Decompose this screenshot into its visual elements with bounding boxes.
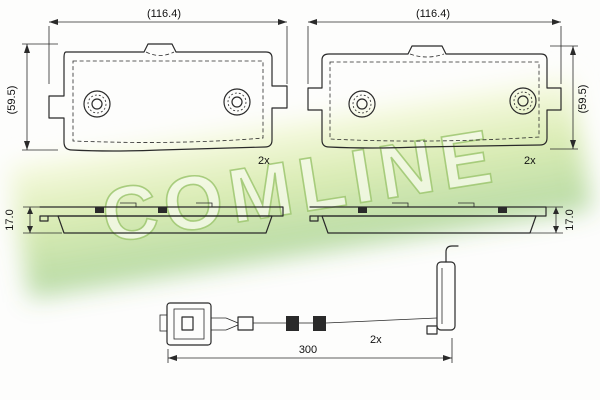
dim-thickness-right: 17.0 [564,209,576,230]
right-pad-top-tab-dashed [409,53,445,58]
right-side-backplate [309,206,547,222]
sensor-wire-pair [211,317,239,331]
sensor-head-hook [445,245,459,263]
sensor-head-body [436,261,456,331]
pad-front-left-view: (116.4) (59.5) 2x [6,8,288,167]
dim-height-right-pad: (59.5) [577,85,589,114]
sensor-connector-latch [159,314,168,332]
sensor-ferrite-2 [313,316,326,331]
left-pad-rivet-left [83,90,111,118]
dim-thickness-left: 17.0 [4,209,16,230]
left-pad-rivet-right [223,88,251,116]
dim-sensor-length: 300 [299,344,317,356]
sensor-ferrite-1 [286,316,299,331]
wear-sensor-view: 2x 300 [159,245,459,363]
pad-side-right-view: 17.0 [309,202,576,234]
sensor-connector-inner [173,308,205,340]
left-side-backplate [39,206,284,222]
dim-width-right-pad: (116.4) [416,8,450,20]
sensor-wire-3 [325,317,438,324]
right-pad-backplate-outline [307,45,562,149]
left-side-rivet-mark [95,207,104,213]
right-pad-rivet-right [509,87,537,115]
right-side-top-tabs [392,202,475,207]
left-side-friction [57,215,273,234]
sensor-head-foot [426,325,438,335]
right-pad-rivet-left [348,90,376,118]
right-side-rivet-mark [358,207,367,213]
left-pad-backplate-outline [48,43,288,152]
left-side-rivet-mark-2 [158,207,167,213]
right-pad-friction-dashed [329,61,540,142]
left-pad-top-tab-dashed [145,51,175,56]
comline-watermark: COMLINE [8,76,593,299]
dim-height-left-pad: (59.5) [6,86,18,115]
pad-front-right-view: (116.4) (59.5) 2x [307,8,589,167]
right-pad-qty: 2x [524,155,536,167]
right-side-rivet-mark-2 [498,207,507,213]
dim-width-left-pad: (116.4) [147,8,181,20]
left-side-top-tabs [120,202,213,207]
sensor-crimp-outline [237,316,254,331]
left-pad-qty: 2x [258,155,270,167]
right-side-friction [321,215,537,234]
sensor-connector-pin [181,316,194,331]
sensor-qty: 2x [370,334,382,346]
watermark-gradient-band [8,76,593,299]
pad-side-left-view: 17.0 [4,202,284,234]
